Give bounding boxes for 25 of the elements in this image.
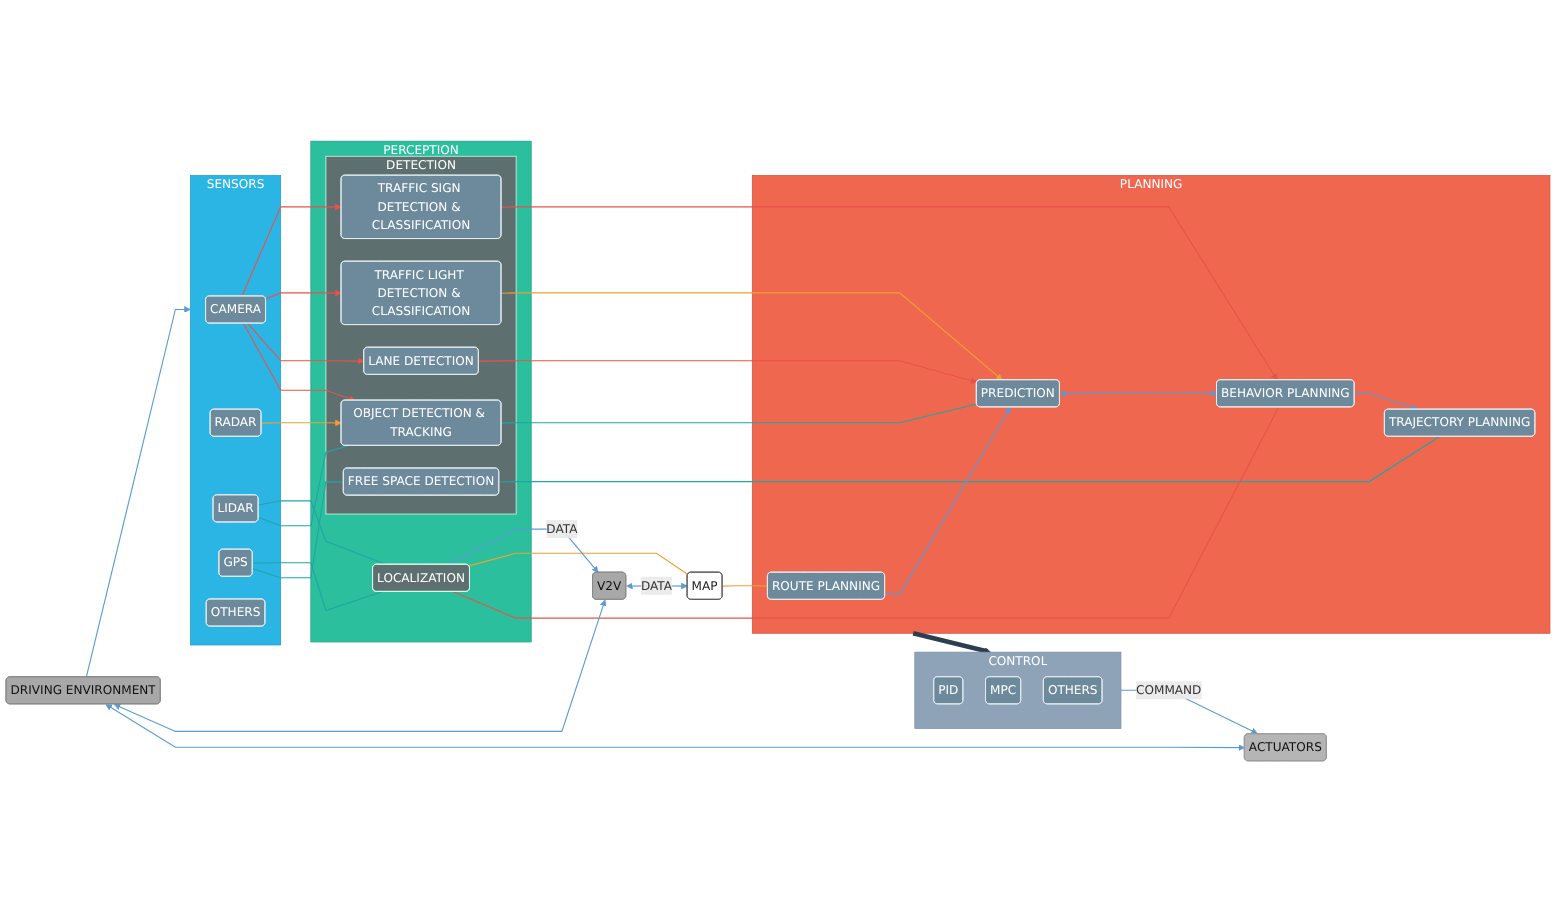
- arrow: [241, 203, 342, 297]
- arrow: [260, 419, 342, 427]
- arrow: [478, 360, 978, 384]
- arrow: [500, 292, 1003, 381]
- arrow: [247, 322, 365, 365]
- connector: [500, 403, 978, 424]
- arrow: [912, 631, 991, 654]
- arrow: [1354, 392, 1419, 411]
- connector: [721, 585, 769, 587]
- arrow: [447, 528, 599, 573]
- arrow: [884, 406, 1011, 595]
- connector: [452, 406, 1280, 619]
- connector: [257, 500, 387, 566]
- arrow: [242, 322, 356, 402]
- arrow: [265, 289, 342, 300]
- connector: [257, 445, 349, 527]
- arrow: [85, 306, 191, 678]
- arrow: [1059, 390, 1218, 397]
- arrow: [113, 599, 607, 732]
- arrow: [500, 206, 1278, 381]
- connector: [252, 481, 345, 579]
- connector: [498, 436, 1440, 483]
- arrow: [105, 704, 1245, 751]
- connector: [468, 552, 689, 576]
- connector: [252, 562, 383, 612]
